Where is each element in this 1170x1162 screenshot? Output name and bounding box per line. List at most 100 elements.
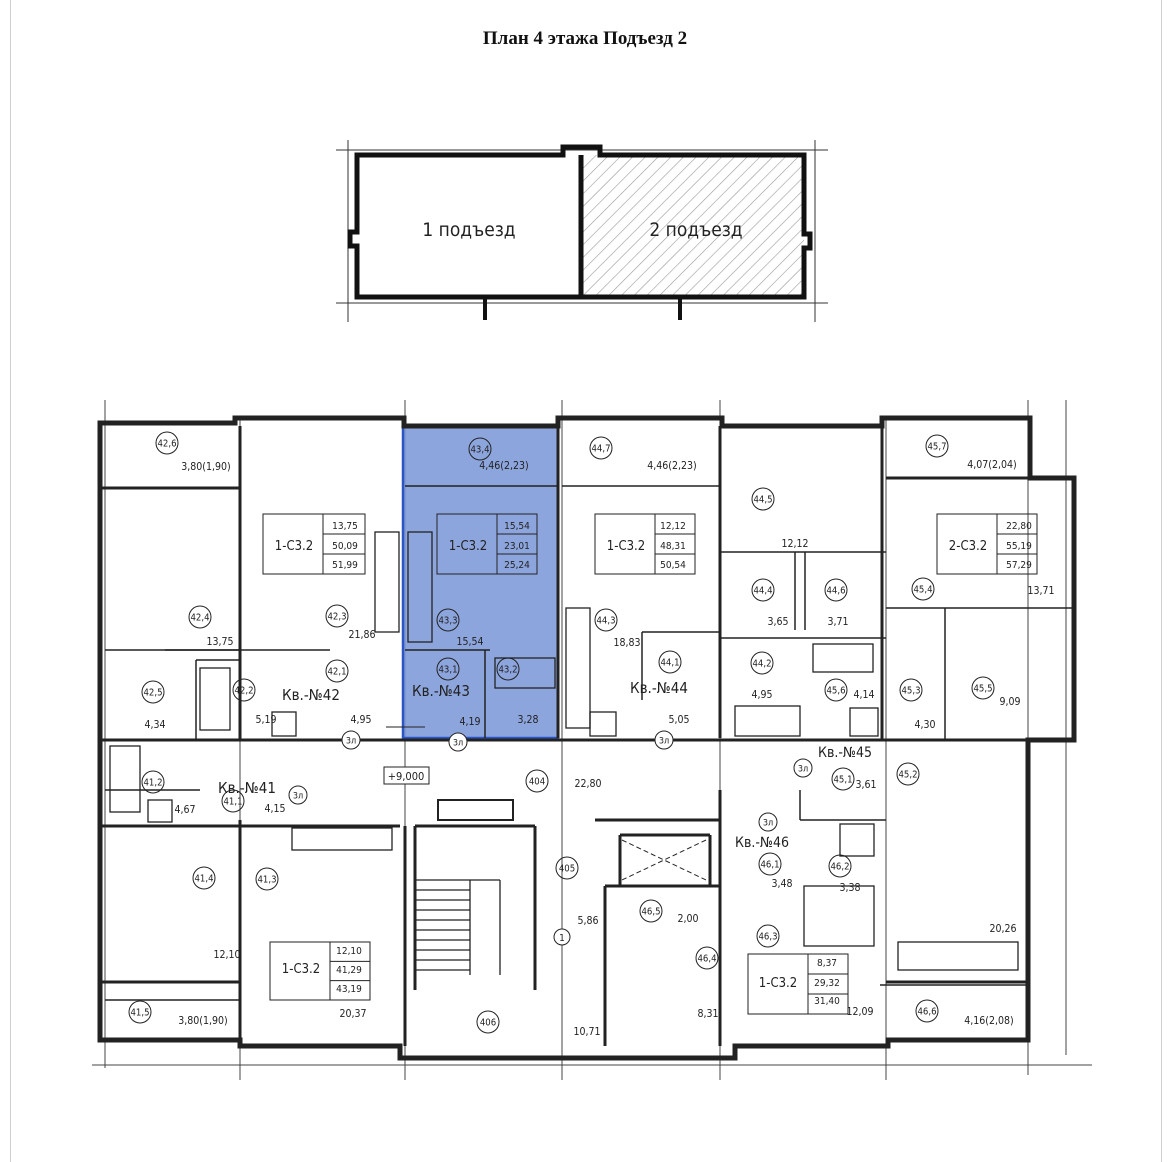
info-box	[262, 513, 366, 575]
room-tag-label: 43,3	[438, 616, 457, 627]
apartment-area: 57,29	[1006, 560, 1032, 571]
apartment-area: 50,54	[660, 560, 686, 571]
apartment-type: 1-С3.2	[759, 976, 797, 991]
room-tag: 45,5	[971, 676, 995, 700]
room-tag-label: 42,4	[190, 613, 209, 624]
apartment-area: 55,19	[1006, 541, 1032, 552]
room-tag-circle	[824, 578, 848, 602]
room-tag-label: 41,3	[257, 875, 276, 886]
door-mark-label: 3л	[659, 737, 669, 747]
info-box	[594, 513, 696, 575]
door-mark-label: 3л	[346, 737, 356, 747]
room-tag-circle	[911, 577, 935, 601]
elevation-mark: +9,000	[388, 770, 425, 783]
room-tag-circle	[525, 769, 549, 793]
room-tag: 41,5	[128, 1000, 152, 1024]
apartment-area: 12,10	[336, 946, 362, 957]
apartment-name: Кв.-№45	[818, 745, 872, 761]
dimension-label: 4,16(2,08)	[964, 1015, 1013, 1027]
room-tag-circle	[751, 578, 775, 602]
room-tag: 45,4	[911, 577, 935, 601]
apartment-area: 22,80	[1006, 521, 1032, 532]
room-tag-label: 45,6	[826, 686, 845, 697]
room-tag-circle	[594, 608, 618, 632]
room-tag-circle	[141, 770, 165, 794]
room-tag: 42,2	[232, 678, 256, 702]
room-tag-circle	[831, 767, 855, 791]
room-tag-label: 45,5	[973, 684, 992, 695]
room-tag-circle	[756, 924, 780, 948]
apartment-area: 13,75	[332, 521, 358, 532]
room-tag: 41,2	[141, 770, 165, 794]
room-tag-label: 44,4	[753, 586, 772, 597]
apartment-area: 15,54	[504, 521, 530, 532]
room-tag-circle	[915, 999, 939, 1023]
room-tag-circle	[899, 678, 923, 702]
apartment-name: Кв.-№43	[412, 682, 470, 700]
room-tag-circle	[824, 678, 848, 702]
room-tag: 42,5	[141, 680, 165, 704]
dimension-label: 3,80(1,90)	[181, 461, 230, 473]
dimension-label: 3,65	[767, 616, 788, 628]
lift-shaft	[621, 839, 707, 881]
door-mark-label: 3л	[293, 792, 303, 802]
page-title: План 4 этажа Подъезд 2	[482, 28, 688, 49]
staircase	[415, 799, 514, 975]
walls	[97, 415, 1077, 1061]
room-tag-label: 41,2	[143, 778, 162, 789]
room-tag-circle	[828, 854, 852, 878]
room-tag: 43,2	[496, 657, 520, 681]
info-box	[936, 513, 1038, 575]
room-tag-circle	[476, 1010, 500, 1034]
dimension-label: 5,05	[668, 714, 689, 726]
dimension-label: 2,00	[677, 913, 698, 925]
apartment-area: 31,40	[814, 996, 840, 1007]
room-tag: 44,4	[751, 578, 775, 602]
dimension-label: 4,95	[751, 689, 772, 701]
room-tag-circle	[750, 651, 774, 675]
room-tag-label: 405	[559, 864, 575, 875]
room-tag-label: 43,2	[498, 665, 517, 676]
room-tag-circle	[436, 608, 460, 632]
room-tag-circle	[496, 657, 520, 681]
room-tag-label: 41,4	[194, 874, 213, 885]
room-tag: 41,1	[221, 789, 245, 813]
dimension-label: 3,48	[771, 878, 792, 890]
room-tag: 44,6	[824, 578, 848, 602]
dimension-label: 4,46(2,23)	[647, 460, 696, 472]
elevation-box	[383, 766, 430, 785]
room-tag: 46,1	[758, 852, 782, 876]
door-mark: 3л	[793, 758, 813, 778]
entrance-1-label: 1 подъезд	[422, 219, 515, 241]
apartment-info-text: 1-С3.2 13,75 50,09 51,99 1-С3.2 15,54 23…	[275, 521, 1032, 1007]
room-tag-circle	[925, 434, 949, 458]
room-tag-label: 42,3	[327, 612, 346, 623]
apartment-type: 1-С3.2	[282, 962, 320, 977]
room-tag-label: 46,1	[760, 860, 779, 871]
room-tag: 404	[525, 769, 549, 793]
room-tag: 44,3	[594, 608, 618, 632]
room-tag: 42,4	[188, 605, 212, 629]
room-tag-circle	[436, 657, 460, 681]
door-mark: 3л	[758, 812, 778, 832]
dimension-label: 8,31	[697, 1008, 718, 1020]
room-tag: 45,6	[824, 678, 848, 702]
room-tag: 45,3	[899, 678, 923, 702]
room-tag-label: 46,4	[697, 954, 716, 965]
dimension-label: 4,67	[174, 804, 195, 816]
room-tag-circle	[325, 604, 349, 628]
door-mark-label: 3л	[763, 819, 773, 829]
dimension-label: 9,09	[999, 696, 1020, 708]
room-tag: 45,7	[925, 434, 949, 458]
room-tag: 46,6	[915, 999, 939, 1023]
dimension-label: 5,19	[255, 714, 276, 726]
room-tag-circle	[221, 789, 245, 813]
room-tag-label: 42,6	[157, 439, 176, 450]
door-mark: 3л	[654, 730, 674, 750]
apartment-name: Кв.-№42	[282, 686, 340, 704]
room-tag-circle	[325, 659, 349, 683]
apartment-info-boxes	[262, 513, 1038, 1015]
door-mark-circle	[448, 732, 468, 752]
room-tag-label: 45,2	[898, 770, 917, 781]
